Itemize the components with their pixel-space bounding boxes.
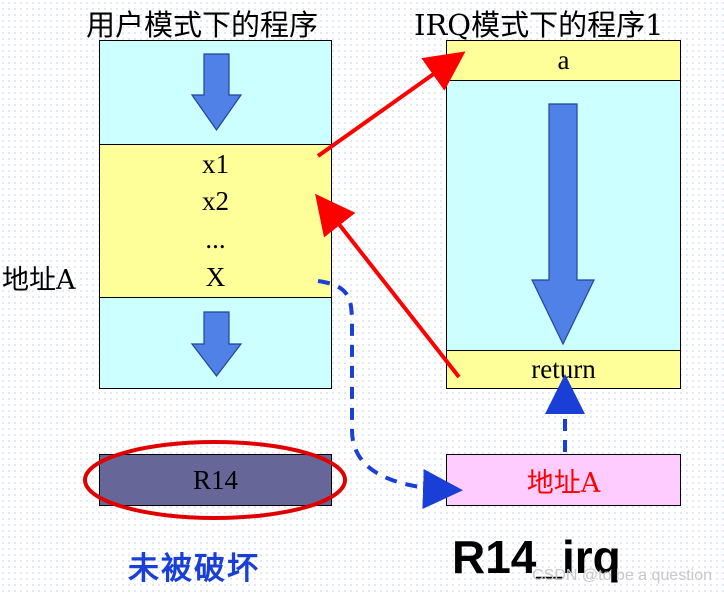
r14-irq-caption: R14_irq — [452, 531, 621, 583]
irq-instruction-row-a: a — [447, 41, 680, 81]
csdn-watermark: CSDN @to be a question — [532, 567, 712, 584]
save-address-dashed-arrow — [317, 279, 463, 509]
flow-down-arrow-bottom — [190, 311, 243, 377]
user-mode-program-panel: x1 x2 ... X — [99, 40, 332, 389]
not-destroyed-caption: 未被破坏 — [128, 551, 260, 587]
interrupt-entry-arrow — [316, 51, 466, 158]
flow-down-arrow-irq — [531, 103, 595, 346]
instruction-row-X: X — [100, 258, 331, 298]
r14-highlight-ellipse — [83, 440, 347, 520]
flow-down-arrow-top — [190, 53, 243, 132]
r14-register-box: R14 — [99, 454, 332, 506]
r14-irq-register-box: 地址A — [446, 454, 681, 506]
irq-mode-program-title: IRQ模式下的程序1 — [414, 8, 664, 42]
interrupt-return-arrow — [315, 193, 461, 379]
user-mode-program-title: 用户模式下的程序 — [86, 8, 319, 42]
address-a-label: 地址A — [2, 265, 76, 296]
